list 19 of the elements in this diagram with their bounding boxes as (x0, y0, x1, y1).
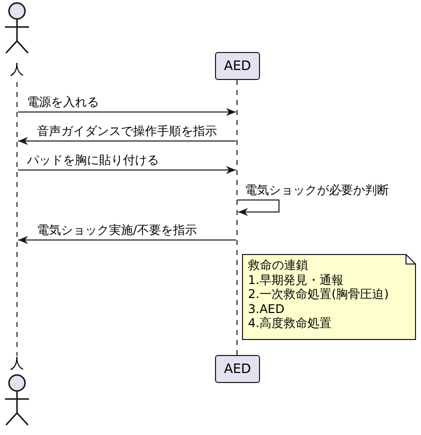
note-text: 救命の連鎖 (248, 258, 309, 272)
actor-label: 人 (9, 62, 25, 78)
message-arrow (18, 137, 236, 145)
message-arrow (18, 166, 236, 174)
message-label: パッドを胸に貼り付ける (26, 153, 160, 167)
note-text: 1.早期発見・通報 (248, 272, 344, 287)
message-arrow (18, 108, 236, 116)
note (242, 254, 416, 340)
note-text: 4.高度救命処置 (248, 316, 332, 330)
message-label: 音声ガイダンスで操作手順を指示 (36, 124, 218, 138)
note-text: 3.AED (248, 302, 286, 316)
actor-label: 人 (9, 356, 25, 372)
message-label: 電源を入れる (26, 95, 100, 109)
participant-box: AED (215, 355, 260, 383)
self-message-arrow (236, 200, 280, 216)
note-text: 2.一次救命処置(胸骨圧迫) (248, 287, 390, 302)
message-label: 電気ショック実施/不要を指示 (36, 223, 198, 237)
message-label: 電気ショックが必要か判断 (244, 183, 390, 197)
participant-box: AED (215, 52, 260, 80)
